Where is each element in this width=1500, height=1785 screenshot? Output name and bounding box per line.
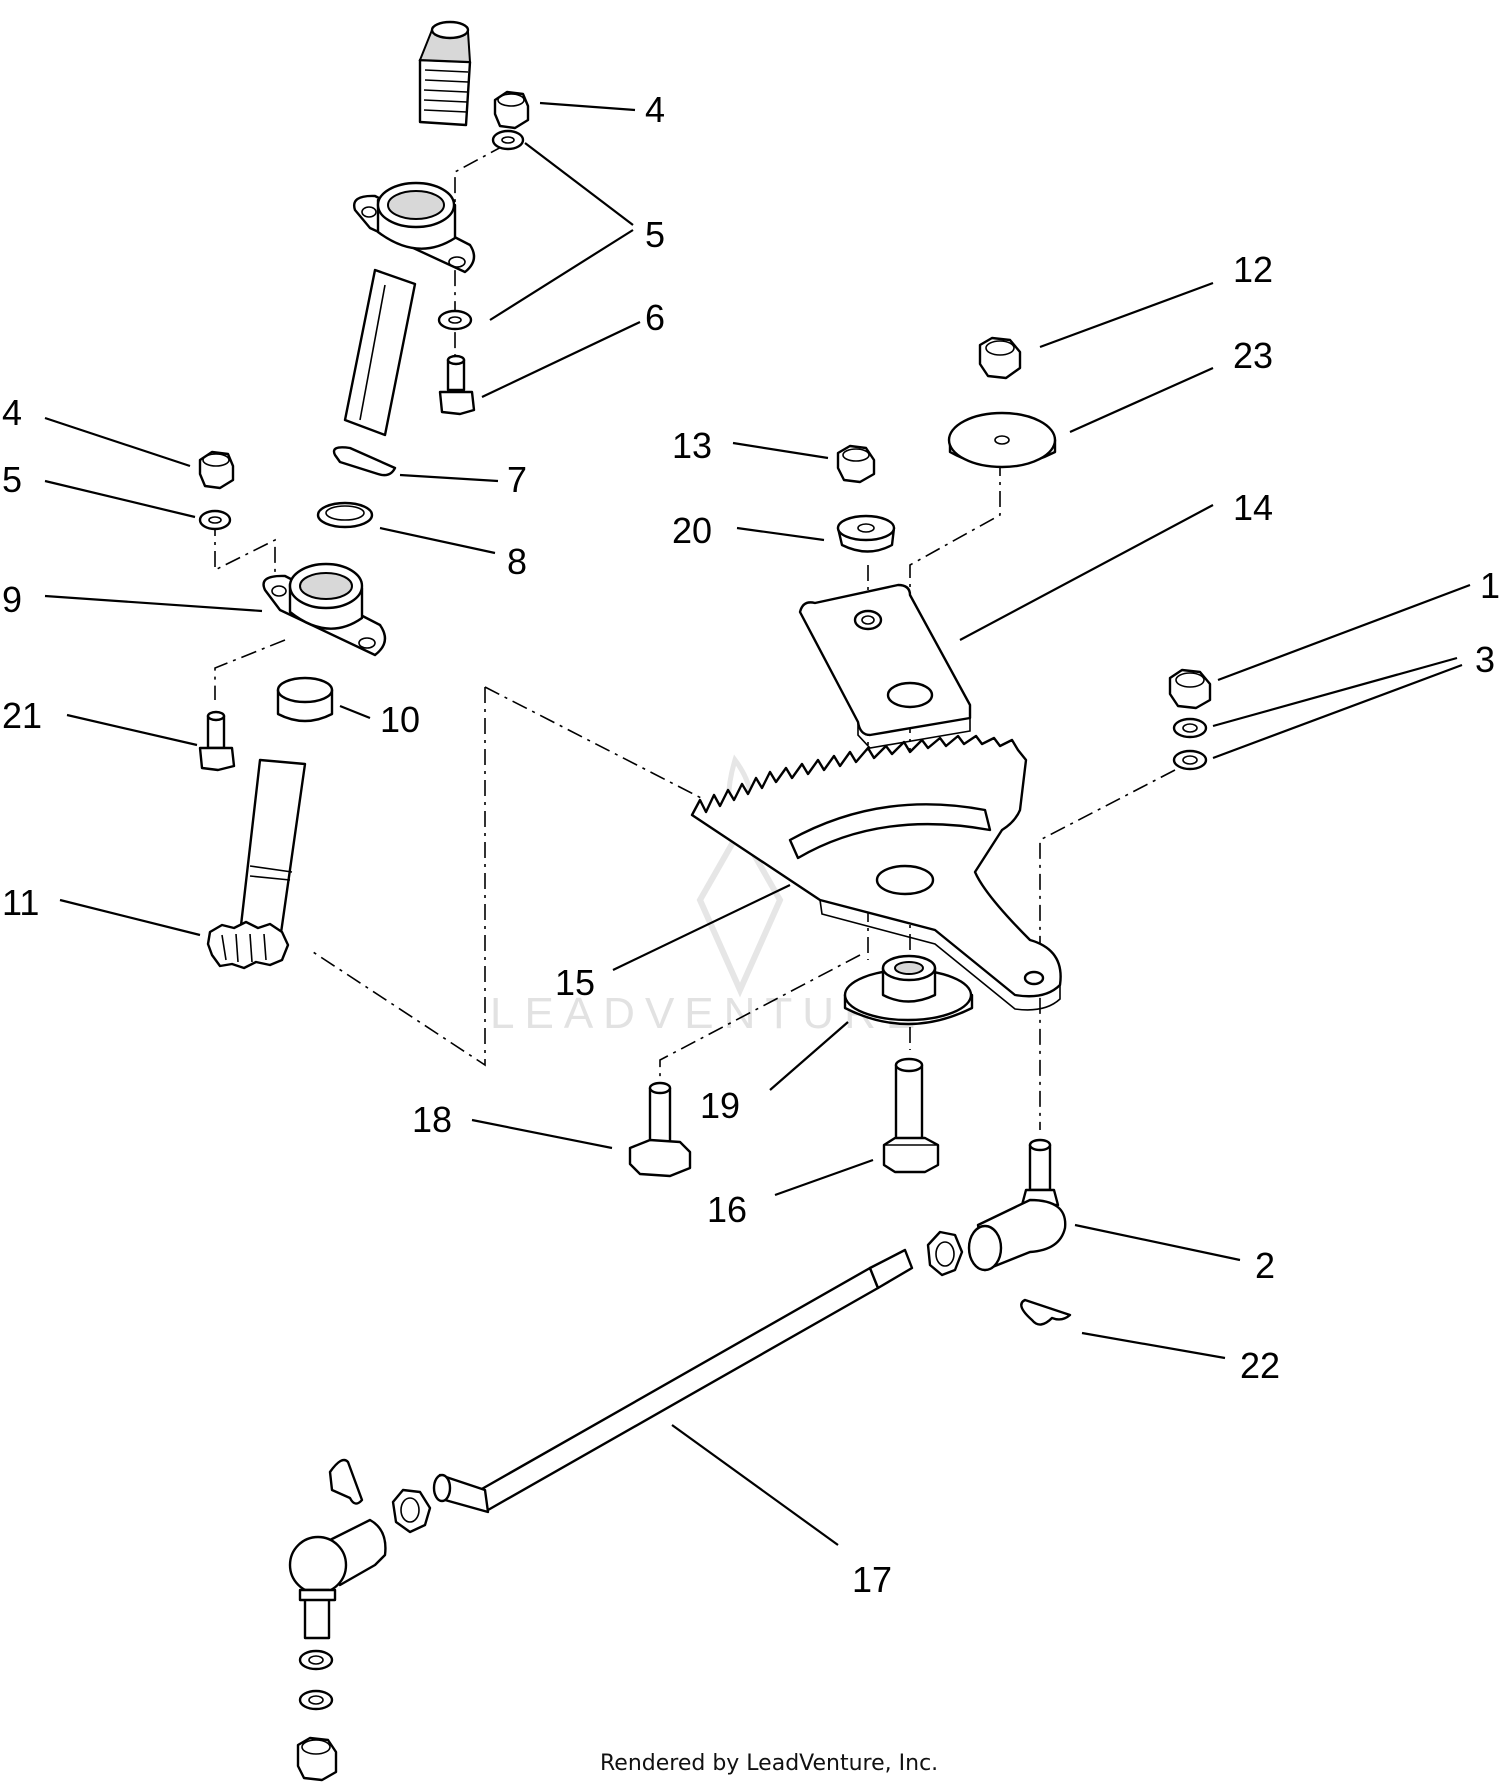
sector-gear-15 (690, 734, 1062, 1011)
washer-23 (947, 411, 1057, 469)
flange-bearing-upper (353, 181, 476, 274)
credit-text: Rendered by LeadVenture, Inc. (600, 1751, 938, 1776)
steering-column-tube (343, 268, 417, 437)
callout-1: 1 (1480, 565, 1500, 606)
callout-5-left: 5 (2, 459, 22, 500)
pivot-bolt-16 (882, 1057, 940, 1174)
washer-left-b (298, 1689, 334, 1711)
callout-22: 22 (1240, 1345, 1280, 1386)
callout-3: 3 (1475, 639, 1495, 680)
callout-18: 18 (412, 1099, 452, 1140)
leader-lines (44, 101, 1471, 1546)
tie-rod-17 (432, 1248, 914, 1514)
washer-3b (1172, 749, 1208, 771)
nut-13 (836, 444, 876, 484)
callout-12: 12 (1233, 249, 1273, 290)
nut-left-bottom (296, 1736, 338, 1782)
callout-4-left: 4 (2, 392, 22, 433)
callout-4-top: 4 (645, 89, 665, 130)
callout-19: 19 (700, 1085, 740, 1126)
callout-6: 6 (645, 297, 665, 338)
pivot-bushing-19 (843, 954, 974, 1026)
nut-top (493, 90, 530, 130)
callout-7: 7 (507, 459, 527, 500)
callouts: 1 2 3 4 4 5 5 6 7 8 9 10 11 12 13 14 15 … (2, 89, 1500, 1600)
bushing-10 (276, 676, 334, 723)
washer-left-a (298, 1649, 334, 1671)
callout-21: 21 (2, 695, 42, 736)
bolt-6 (438, 354, 476, 416)
e-clip-7 (332, 446, 397, 477)
jam-nut-right (926, 1230, 964, 1277)
spacer-20 (836, 514, 896, 553)
steering-shaft-pinion (206, 758, 307, 970)
washer-3a (1172, 717, 1208, 739)
steering-shaft-upper (418, 20, 472, 127)
callout-23: 23 (1233, 335, 1273, 376)
callout-13: 13 (672, 425, 712, 466)
callout-14: 14 (1233, 487, 1273, 528)
cotter-left (328, 1458, 364, 1505)
callout-10: 10 (380, 699, 420, 740)
ball-joint-right (967, 1138, 1067, 1272)
callout-9: 9 (2, 579, 22, 620)
washer-left (198, 509, 232, 531)
callout-8: 8 (507, 541, 527, 582)
washer-top (491, 129, 525, 151)
ring-8 (316, 501, 374, 529)
bolt-21 (198, 710, 236, 772)
nut-left (198, 450, 235, 490)
flange-bearing-lower (262, 562, 387, 657)
callout-2: 2 (1255, 1245, 1275, 1286)
callout-17: 17 (852, 1559, 892, 1600)
jam-nut-left (391, 1488, 432, 1534)
nut-12 (978, 336, 1022, 380)
callout-11: 11 (2, 882, 39, 923)
plate-14 (798, 583, 972, 749)
bolt-18 (628, 1081, 692, 1178)
callout-16: 16 (707, 1189, 747, 1230)
washer-under-bearing (437, 309, 473, 331)
callout-20: 20 (672, 510, 712, 551)
callout-15: 15 (555, 962, 595, 1003)
cotter-22 (1020, 1298, 1072, 1326)
callout-5-top: 5 (645, 214, 665, 255)
nut-1 (1168, 668, 1212, 710)
ball-joint-left (288, 1518, 387, 1640)
